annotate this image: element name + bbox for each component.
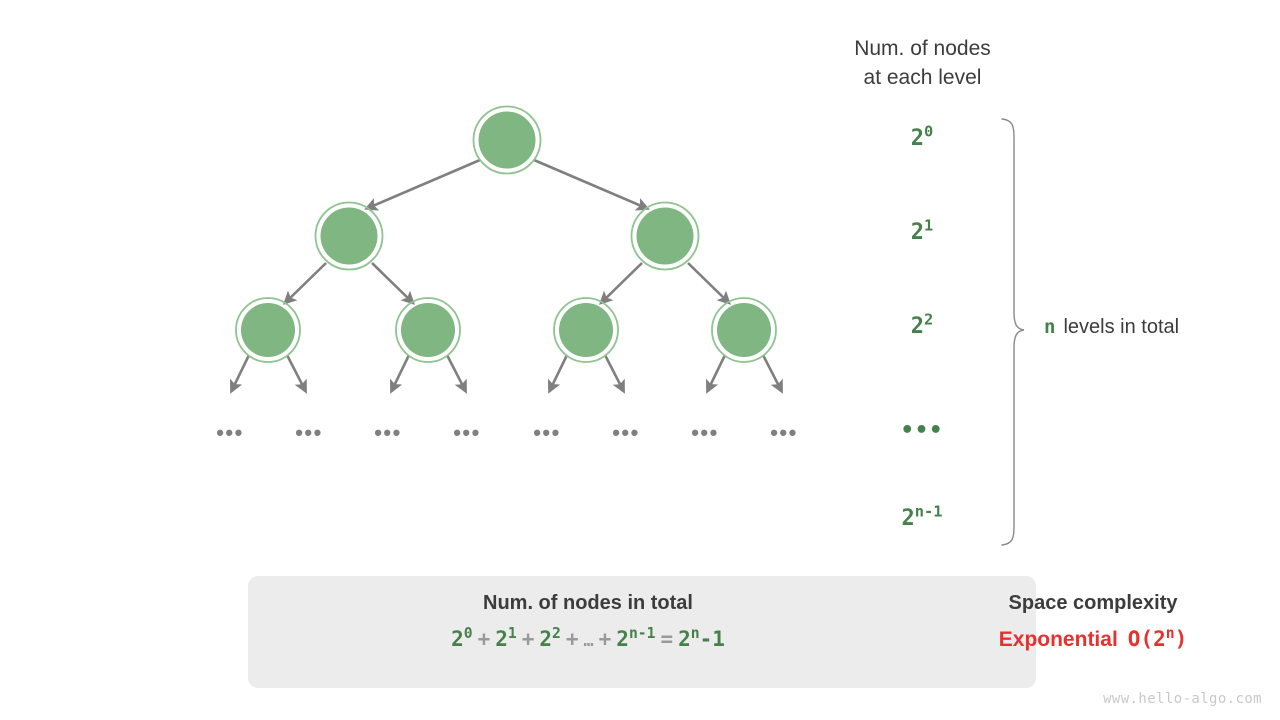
- level-label-1: 21: [857, 216, 987, 245]
- tree-node: [711, 297, 777, 363]
- total-nodes-formula: 20+21+22+…+2n-1=2n-1: [268, 625, 908, 651]
- column-header: Num. of nodes at each level: [790, 34, 1055, 92]
- formula-plus: +: [521, 627, 535, 651]
- tree-ellipsis: •••: [533, 420, 561, 445]
- complexity-bigo: O(2n): [1127, 625, 1188, 651]
- summary-right: Space complexity Exponential O(2n): [898, 592, 1280, 652]
- formula-plus: +: [598, 627, 612, 651]
- tree-node: [472, 105, 542, 175]
- level-label-base: 2: [901, 506, 915, 531]
- column-header-line2: at each level: [863, 66, 982, 89]
- tree-node: [553, 297, 619, 363]
- level-label-last: 2n-1: [857, 502, 987, 531]
- formula-equals: =: [660, 627, 674, 651]
- level-label-2: 22: [857, 310, 987, 339]
- level-label-base: 2: [910, 314, 924, 339]
- total-nodes-title: Num. of nodes in total: [483, 592, 693, 614]
- tree-ellipsis: •••: [691, 420, 719, 445]
- tree-ellipsis: •••: [453, 420, 481, 445]
- levels-brace: [1001, 118, 1025, 546]
- levels-total-caption: n levels in total: [1044, 316, 1179, 339]
- formula-term-exp: n-1: [628, 625, 656, 642]
- bigo-prefix: O(2: [1127, 627, 1166, 651]
- watermark: www.hello-algo.com: [1103, 691, 1262, 707]
- tree-edges: [230, 158, 783, 394]
- space-complexity-title: Space complexity: [1008, 592, 1178, 614]
- formula-result-tail: -1: [699, 627, 725, 651]
- column-header-line1: Num. of nodes: [854, 37, 991, 60]
- tree-node: [630, 201, 700, 271]
- tree-node: [314, 201, 384, 271]
- complexity-word: Exponential: [998, 628, 1118, 651]
- space-complexity-result: Exponential O(2n): [898, 625, 1280, 652]
- formula-plus: +: [477, 627, 491, 651]
- formula-result-base: 2: [678, 627, 691, 651]
- tree-ellipsis: •••: [295, 420, 323, 445]
- level-label-exp: n-1: [914, 502, 943, 521]
- level-label-base: 2: [910, 126, 924, 151]
- formula-ellipsis: …: [583, 630, 594, 650]
- formula-term-base: 2: [451, 627, 464, 651]
- level-label-exp: 1: [923, 216, 934, 235]
- formula-plus: +: [565, 627, 579, 651]
- tree-node: [395, 297, 461, 363]
- formula-result-exp: n: [690, 625, 700, 642]
- level-label-base: 2: [910, 220, 924, 245]
- tree-ellipsis: •••: [770, 420, 798, 445]
- summary-panel: Num. of nodes in total 20+21+22+…+2n-1=2…: [248, 576, 1187, 688]
- n-symbol: n: [1044, 316, 1056, 338]
- level-label-base: •••: [900, 418, 944, 443]
- tree-ellipsis: •••: [612, 420, 640, 445]
- tree-node: [235, 297, 301, 363]
- tree-ellipsis: •••: [216, 420, 244, 445]
- bigo-exp: n: [1165, 625, 1175, 642]
- formula-term-exp: 1: [507, 625, 517, 642]
- formula-term-base: 2: [539, 627, 553, 651]
- formula-term-exp: 2: [552, 625, 561, 642]
- level-label-exp: 0: [923, 122, 934, 141]
- formula-term-exp: 0: [463, 625, 473, 642]
- level-label-ellipsis: •••: [857, 418, 987, 443]
- summary-left: Num. of nodes in total 20+21+22+…+2n-1=2…: [268, 592, 908, 651]
- tree-ellipsis: •••: [374, 420, 402, 445]
- bigo-suffix: ): [1174, 627, 1188, 651]
- formula-term-base: 2: [616, 627, 629, 651]
- levels-total-text: levels in total: [1063, 316, 1180, 338]
- formula-term-base: 2: [495, 627, 508, 651]
- tree-nodes: [235, 105, 777, 363]
- level-label-0: 20: [857, 122, 987, 151]
- level-label-exp: 2: [923, 310, 934, 329]
